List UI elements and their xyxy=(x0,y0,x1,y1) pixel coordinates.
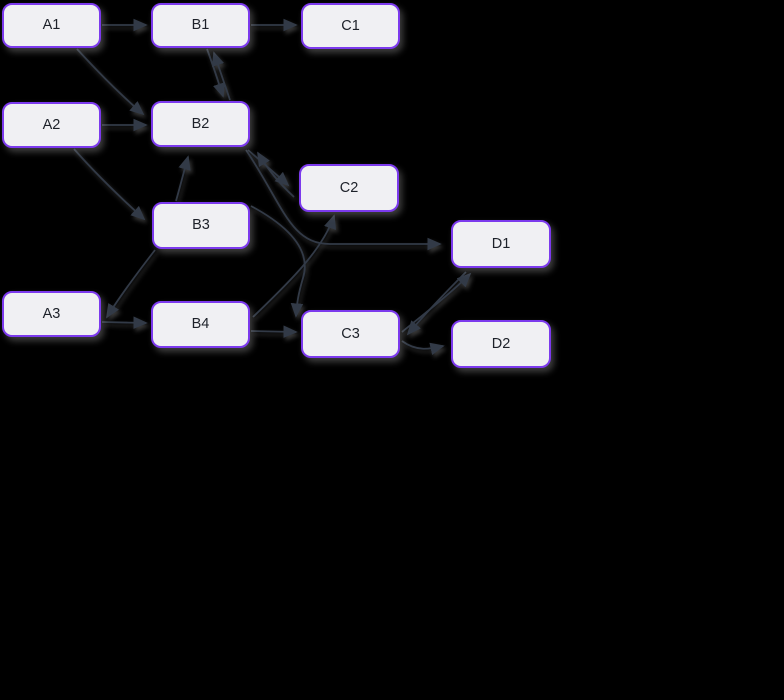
node-label-B1: B1 xyxy=(191,17,210,34)
node-label-A3: A3 xyxy=(42,305,61,322)
node-label-A1: A1 xyxy=(42,17,61,34)
node-label-B4: B4 xyxy=(191,316,210,333)
node-A2: A2 xyxy=(2,102,101,148)
edge-B3-B2 xyxy=(175,155,191,202)
edge-B3-C3 xyxy=(250,205,306,318)
node-B3: B3 xyxy=(152,202,250,249)
edge-A2-B3 xyxy=(73,148,146,221)
node-B2: B2 xyxy=(151,101,250,147)
node-label-B3: B3 xyxy=(192,217,210,234)
edge-C2-B2 xyxy=(257,151,295,198)
node-label-D1: D1 xyxy=(491,235,511,252)
node-label-B2: B2 xyxy=(191,115,210,132)
node-C3: C3 xyxy=(301,310,400,358)
node-label-D2: D2 xyxy=(491,335,511,352)
edge-D1-C3 xyxy=(406,271,467,336)
node-B4: B4 xyxy=(151,301,250,348)
node-C1: C1 xyxy=(301,3,400,49)
node-D1: D1 xyxy=(451,220,551,268)
edge-C3-D2 xyxy=(401,340,445,355)
edge-A3-B4 xyxy=(101,316,148,330)
edge-B4-C2 xyxy=(252,214,336,318)
edge-group xyxy=(73,18,472,355)
node-C2: C2 xyxy=(299,164,399,212)
node-A1: A1 xyxy=(2,3,101,48)
edge-B2-B1 xyxy=(212,51,231,101)
node-label-C2: C2 xyxy=(339,179,359,196)
edge-B4-C3 xyxy=(250,325,298,339)
node-label-C3: C3 xyxy=(341,325,360,342)
edge-B2-D1 xyxy=(245,149,442,251)
node-D2: D2 xyxy=(451,320,551,368)
node-label-C1: C1 xyxy=(341,17,360,34)
edge-B1-B2 xyxy=(206,48,225,98)
edge-A1-B2 xyxy=(76,48,145,116)
node-label-A2: A2 xyxy=(42,116,61,133)
edge-B3-A3 xyxy=(106,249,156,319)
node-B1: B1 xyxy=(151,3,250,48)
node-A3: A3 xyxy=(2,291,101,337)
